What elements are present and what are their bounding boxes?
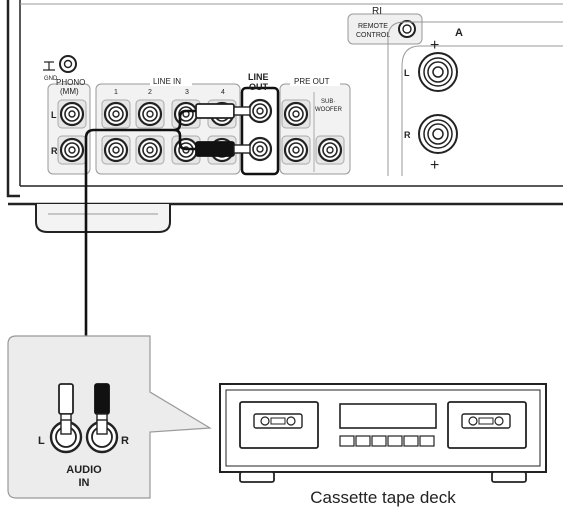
speaker-left-label: L [404, 68, 410, 78]
pre-out-left-jack [283, 101, 309, 127]
line-in-label: LINE IN [153, 77, 181, 86]
audio-in-label-line2: IN [79, 477, 90, 489]
audio-in-right-label: R [121, 435, 129, 447]
black-rca-plug-deck [94, 383, 110, 415]
tape-door-b [447, 401, 527, 449]
line-in-2-left-jack [137, 101, 163, 127]
pre-out-group: PRE OUT SUB· WOOFER [279, 76, 351, 175]
remote-label-line2: CONTROL [356, 32, 390, 39]
line-out-left-jack [247, 98, 273, 124]
remote-control-panel: RI REMOTE CONTROL [347, 6, 423, 45]
speaker-right-label: R [404, 130, 411, 140]
line-in-number-3: 3 [185, 89, 189, 96]
black-rca-plug-amp [195, 141, 235, 157]
device-caption: Cassette tape deck [310, 488, 456, 507]
line-in-2-right-jack [137, 137, 163, 163]
deck-display [339, 403, 437, 447]
amplifier-rear-panel [6, 0, 563, 233]
pre-out-right-jack [283, 137, 309, 163]
speaker-right-plus: + [430, 157, 439, 174]
phono-left-label: L [51, 110, 57, 120]
subwoofer-label-line1: SUB· [321, 99, 335, 105]
line-in-1-right-jack [103, 137, 129, 163]
ground-label: GND [44, 76, 58, 82]
phono-left-jack [59, 101, 85, 127]
tape-door-a [239, 401, 319, 449]
line-out-right-jack [247, 136, 273, 162]
line-out-label-line1: LINE [248, 72, 269, 82]
phono-label-line1: PHONO [56, 78, 85, 87]
audio-in-left-jack [49, 419, 83, 454]
white-rca-plug-amp [195, 103, 235, 119]
phono-input-group: PHONO (MM) L R [47, 78, 91, 175]
line-in-number-2: 2 [148, 89, 152, 96]
subwoofer-jack [317, 137, 343, 163]
line-in-3-left-jack [173, 101, 199, 127]
speaker-a-label: A [455, 27, 463, 39]
remote-brand-label: RI [372, 6, 382, 17]
phono-right-label: R [51, 146, 58, 156]
white-rca-plug-deck [58, 383, 74, 415]
phono-right-jack [59, 137, 85, 163]
line-out-group: LINE OUT [240, 72, 280, 176]
ground-terminal: GND [43, 55, 77, 82]
line-out-label-line2: OUT [249, 82, 269, 92]
subwoofer-label-line2: WOOFER [315, 107, 343, 113]
remote-label-line1: REMOTE [358, 23, 388, 30]
ground-icon [43, 61, 55, 71]
audio-in-right-jack [85, 419, 119, 454]
pre-out-label: PRE OUT [294, 77, 330, 86]
audio-in-left-label: L [38, 435, 45, 447]
line-in-group: LINE IN 1 2 3 4 [95, 76, 241, 175]
speaker-terminals: A + L R + [387, 21, 563, 176]
line-in-number-1: 1 [114, 89, 118, 96]
line-in-number-4: 4 [221, 89, 225, 96]
line-in-1-left-jack [103, 101, 129, 127]
deck-rear-inset: L R AUDIO IN [7, 335, 212, 499]
phono-label-line2: (MM) [60, 87, 79, 96]
speaker-left-plus: + [430, 37, 439, 54]
audio-in-label-line1: AUDIO [66, 464, 102, 476]
transport-buttons [339, 435, 435, 447]
cassette-deck: Cassette tape deck [219, 383, 547, 507]
